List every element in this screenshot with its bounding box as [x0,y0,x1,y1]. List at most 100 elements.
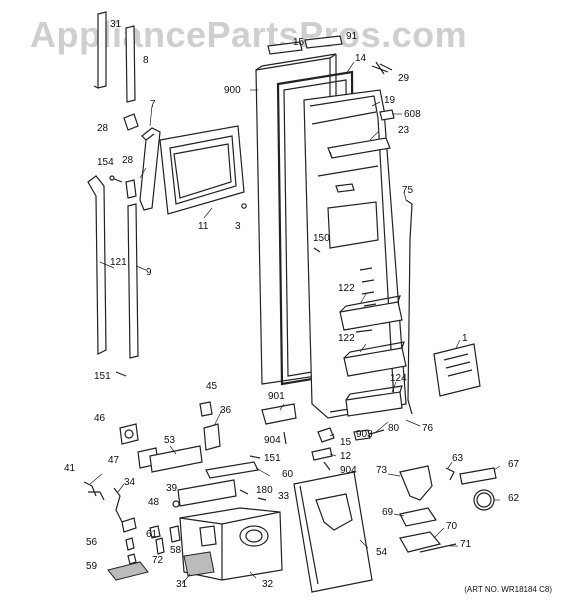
part-label-48: 48 [148,497,160,508]
part-label-15-mid: 15 [340,437,352,448]
part-label-12: 12 [340,451,352,462]
part-label-31-top: 31 [110,19,122,30]
part-label-11: 11 [198,221,209,232]
art-number: (ART NO. WR18184 C8) [464,585,552,594]
part-label-1: 1 [462,333,468,344]
part-label-46: 46 [94,413,106,424]
part-label-122-lower: 122 [338,333,355,344]
part-label-54: 54 [376,547,388,558]
part-label-31-bottom: 31 [176,579,188,590]
screw-151-left [115,371,127,377]
hinge-bracket-28-upper [123,113,139,131]
instruction-booklet-1 [433,343,481,397]
part-label-900: 900 [224,85,241,96]
part-label-59: 59 [86,561,98,572]
leader-lines [89,61,501,585]
part-label-69: 69 [382,507,394,518]
drip-tray-901 [261,403,297,425]
rod-71 [419,543,457,553]
part-label-41: 41 [64,463,76,474]
part-label-47: 47 [108,455,120,466]
part-label-9: 9 [146,267,152,278]
switch-903 [353,429,385,441]
door-bin-124 [345,385,403,417]
part-label-32: 32 [262,579,274,590]
part-label-151-left: 151 [94,371,111,382]
part-48 [172,500,180,508]
part-label-67: 67 [508,459,520,470]
door-shelf-23 [327,137,391,159]
wire-clip-part [371,61,393,75]
part-label-903: 903 [356,429,373,440]
part-label-3: 3 [235,221,241,232]
part-label-608: 608 [404,109,421,120]
part-label-121: 121 [110,257,127,268]
chute-73 [399,465,433,501]
ring-62 [473,489,495,511]
part-label-151-lower: 151 [264,453,281,464]
trim-strip-9 [127,203,139,359]
part-label-7: 7 [150,99,156,110]
part-label-75: 75 [402,185,414,196]
part-45 [199,401,213,417]
part-label-904-right: 904 [340,465,357,476]
bracket-58 [169,525,181,543]
part-label-36: 36 [220,405,232,416]
part-63 [445,467,455,481]
switch-46 [119,423,139,445]
hinge-bracket-28-lower [125,179,137,199]
part-label-72: 72 [152,555,164,566]
part-72 [155,537,165,555]
part-label-124: 124 [390,373,407,384]
part-56 [121,517,137,565]
top-hinge-strip [267,35,343,55]
part-label-15-top: 15 [293,37,305,48]
heater-39 [177,479,237,507]
bar-60 [205,461,259,479]
part-label-73: 73 [376,465,388,476]
screw-904 [283,431,331,471]
part-label-76: 76 [422,423,434,434]
harness-41 [83,481,105,501]
part-label-23: 23 [398,125,410,136]
clip-150 [313,247,321,253]
grate-31 [183,551,215,577]
part-label-28-lower: 28 [122,155,134,166]
part-label-29: 29 [398,73,410,84]
screw-151-lower [249,455,261,459]
part-label-91: 91 [346,31,358,42]
part-608 [379,109,395,121]
part-label-71: 71 [460,539,472,550]
part-180 [239,489,249,495]
part-label-63: 63 [452,453,464,464]
part-label-58: 58 [170,545,182,556]
dispenser-cover-54 [293,471,373,593]
part-label-8: 8 [143,55,149,66]
part-label-70: 70 [446,521,458,532]
part-label-60: 60 [282,469,294,480]
switch-36 [203,423,221,451]
part-label-39: 39 [166,483,178,494]
part-label-154: 154 [97,157,114,168]
part-label-122-upper: 122 [338,283,355,294]
flap-69 [399,507,437,527]
bracket-12 [311,447,333,461]
part-label-33: 33 [278,491,290,502]
bracket-67 [459,467,497,485]
recess-frame-11 [159,125,245,215]
part-label-14: 14 [355,53,367,64]
part-label-56: 56 [86,537,98,548]
part-label-19: 19 [384,95,396,106]
vertical-strip-31 [93,11,107,89]
door-gasket-strip-121 [87,175,107,355]
part-label-53: 53 [164,435,176,446]
part-label-180: 180 [256,485,273,496]
part-label-904-left: 904 [264,435,281,446]
part-label-62: 62 [508,493,520,504]
part-33 [257,497,267,501]
pad-59 [107,561,149,581]
part-label-150: 150 [313,233,330,244]
part-label-901: 901 [268,391,285,402]
